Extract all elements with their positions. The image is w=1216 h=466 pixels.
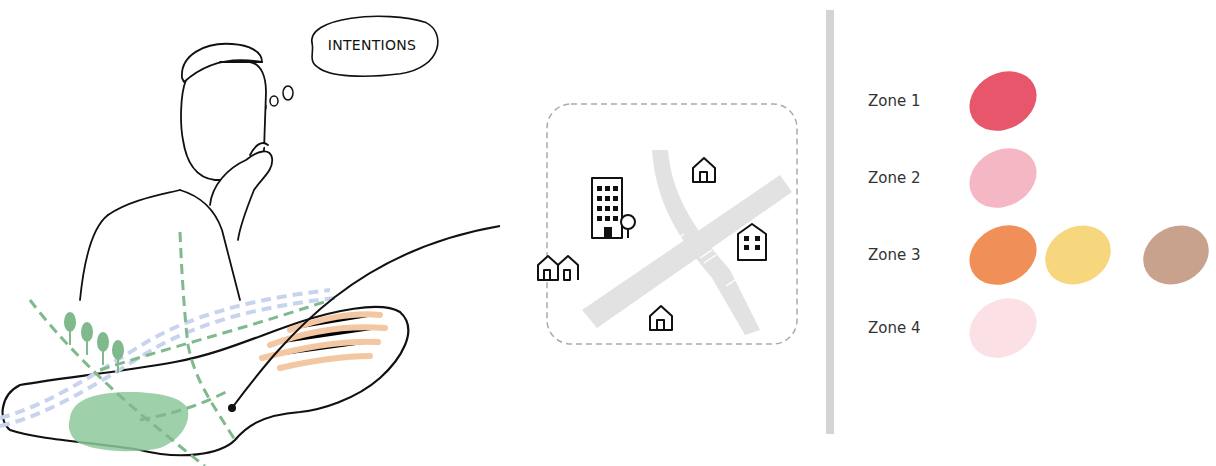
legend-label: Zone 1 bbox=[868, 92, 968, 110]
person bbox=[80, 44, 272, 300]
park-area bbox=[69, 392, 188, 451]
pointer-line bbox=[232, 226, 500, 408]
legend-row: Zone 2 bbox=[868, 148, 1038, 208]
zone-swatch bbox=[959, 214, 1047, 296]
inset-roads bbox=[582, 150, 792, 335]
trees bbox=[65, 313, 123, 373]
zone-swatch bbox=[959, 60, 1047, 142]
bubble-text: INTENTIONS bbox=[328, 37, 417, 53]
legend-row: Zone 1 bbox=[868, 71, 1038, 131]
legend-label: Zone 2 bbox=[868, 169, 968, 187]
zone-swatch bbox=[1133, 214, 1216, 295]
divider bbox=[826, 10, 834, 434]
river bbox=[0, 290, 335, 426]
zone-swatch bbox=[1035, 214, 1121, 295]
legend-label: Zone 4 bbox=[868, 319, 968, 337]
map-outline bbox=[3, 307, 409, 455]
inset-frame bbox=[547, 104, 797, 344]
legend-row: Zone 3 bbox=[868, 225, 1038, 285]
field-stripes bbox=[262, 314, 385, 368]
zone-swatch bbox=[959, 137, 1047, 219]
green-paths bbox=[30, 232, 330, 466]
legend-row: Zone 4 bbox=[868, 298, 1038, 358]
zone-swatch bbox=[959, 287, 1047, 369]
legend-label: Zone 3 bbox=[868, 246, 968, 264]
thought-bubble: INTENTIONS bbox=[301, 13, 443, 77]
inset-buildings bbox=[538, 158, 766, 330]
